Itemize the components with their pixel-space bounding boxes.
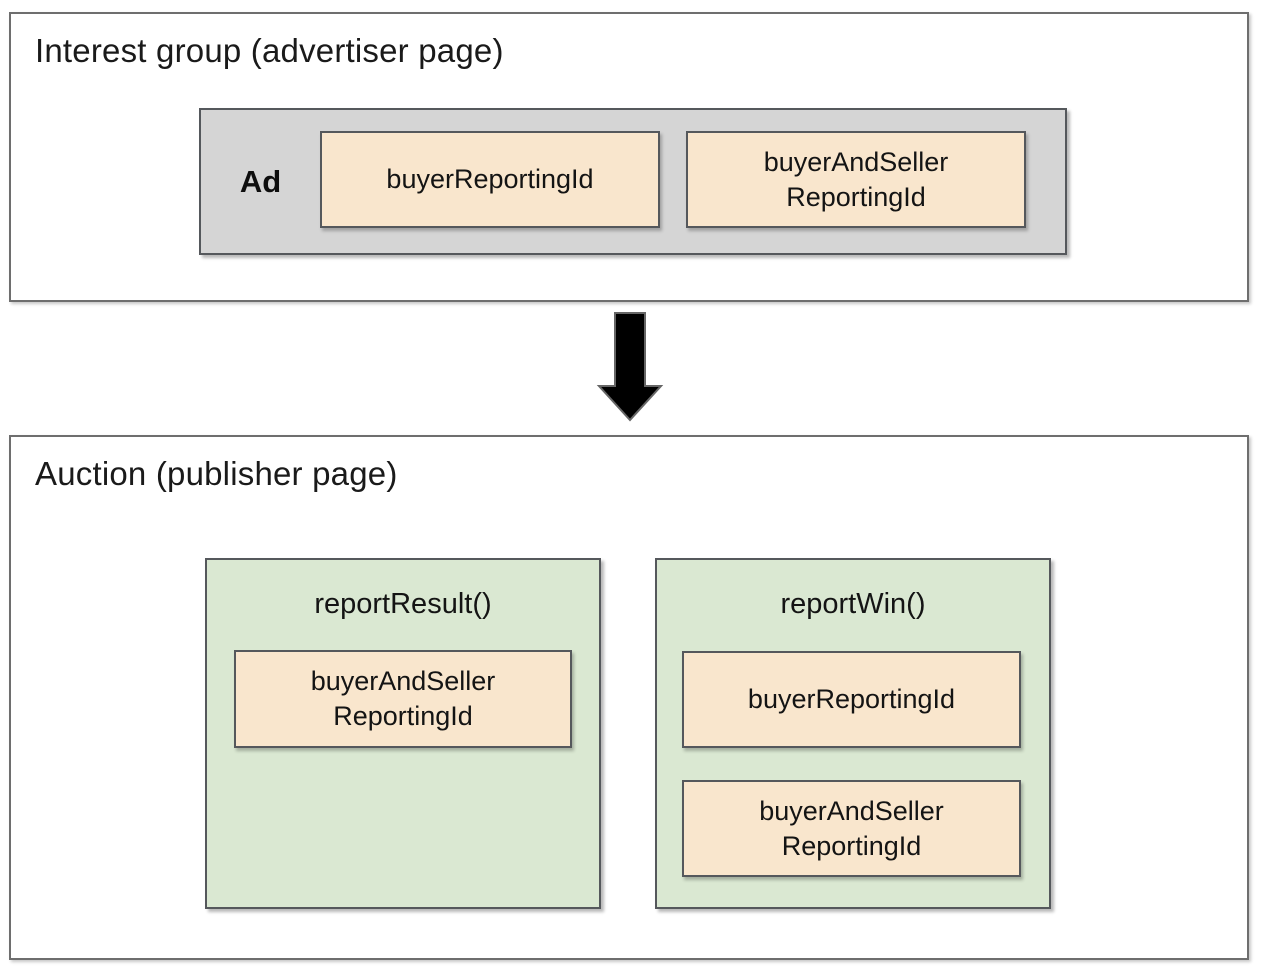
report-win-title: reportWin() xyxy=(780,588,926,620)
buyer-and-seller-reporting-id-chip: buyerAndSeller ReportingId xyxy=(686,131,1026,228)
buyer-reporting-id-chip: buyerReportingId xyxy=(320,131,660,228)
ad-box: Ad buyerReportingId buyerAndSeller Repor… xyxy=(199,108,1067,255)
interest-group-title: Interest group (advertiser page) xyxy=(35,32,504,69)
ad-label: Ad xyxy=(239,163,282,199)
buyer-reporting-id-chip: buyerReportingId xyxy=(682,651,1021,748)
auction-box: Auction (publisher page) reportResult() … xyxy=(9,435,1249,960)
buyer-and-seller-reporting-id-chip: buyerAndSeller ReportingId xyxy=(234,650,572,748)
report-result-box: reportResult() buyerAndSeller ReportingI… xyxy=(205,558,601,909)
auction-title: Auction (publisher page) xyxy=(35,455,398,492)
interest-group-box: Interest group (advertiser page) Ad buye… xyxy=(9,12,1249,302)
report-win-box: reportWin() buyerReportingId buyerAndSel… xyxy=(655,558,1051,909)
report-result-title: reportResult() xyxy=(314,588,492,620)
buyer-and-seller-reporting-id-chip: buyerAndSeller ReportingId xyxy=(682,780,1021,877)
down-arrow-icon xyxy=(596,312,664,422)
